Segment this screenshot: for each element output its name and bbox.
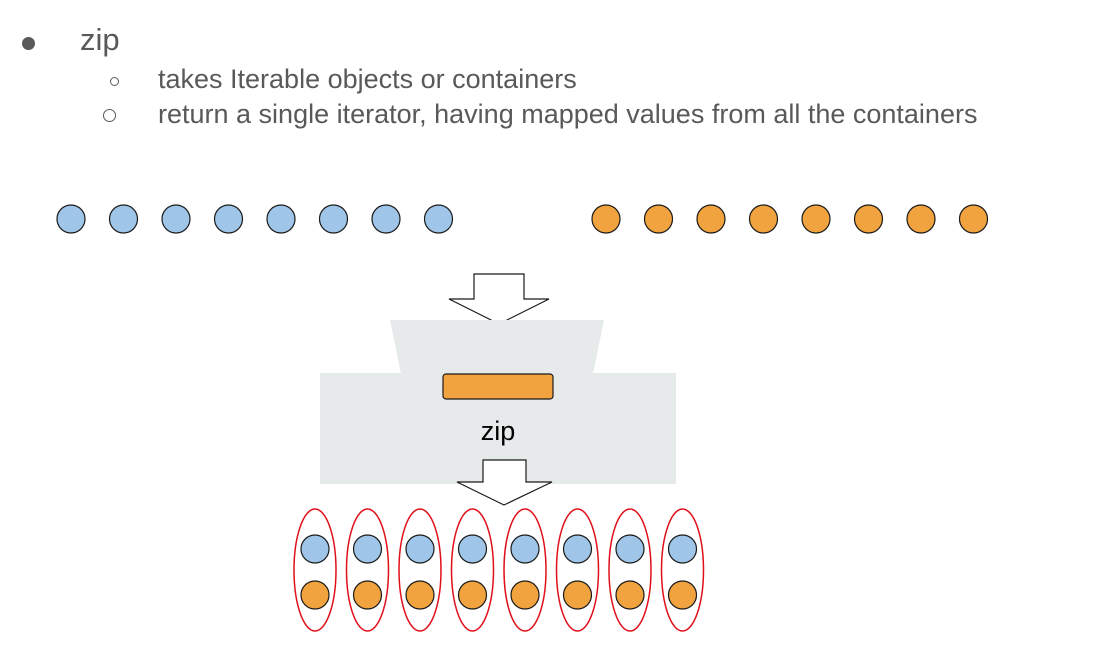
zipped-pair: [660, 508, 705, 632]
pair-blue-item: [667, 534, 698, 564]
orange-item: [643, 204, 674, 234]
pair-orange-item: [667, 580, 698, 610]
zipped-pair: [345, 508, 390, 632]
pair-orange-item: [457, 580, 488, 610]
bullet-dot-icon: [22, 37, 35, 50]
machine-slot: [442, 373, 554, 400]
zip-box-label: zip: [481, 416, 516, 446]
pair-orange-item: [405, 580, 435, 610]
orange-item: [748, 204, 779, 234]
pair-blue-item: [562, 534, 593, 564]
input-arrow-icon: [448, 273, 550, 325]
orange-item: [591, 204, 621, 234]
pair-orange-item: [300, 580, 330, 610]
zipped-pairs: [293, 508, 705, 632]
pair-outline: [450, 508, 495, 632]
zipped-pair: [293, 508, 337, 632]
pair-outline: [555, 508, 600, 632]
zipped-pair: [555, 508, 600, 632]
blue-item: [161, 204, 191, 234]
orange-item: [801, 204, 831, 234]
pair-blue-item: [405, 534, 435, 564]
pair-outline: [398, 508, 442, 632]
orange-item: [906, 204, 936, 234]
right-container-row: [591, 204, 989, 234]
pair-orange-item: [352, 580, 383, 610]
pair-outline: [503, 508, 547, 632]
pair-orange-item: [615, 580, 645, 610]
pair-outline: [345, 508, 390, 632]
sub-bullet-text: return a single iterator, having mapped …: [158, 99, 978, 129]
pair-orange-item: [562, 580, 593, 610]
orange-item: [696, 204, 726, 234]
blue-item: [318, 204, 349, 234]
pair-blue-item: [300, 534, 330, 564]
pair-blue-item: [615, 534, 645, 564]
zipped-pair: [608, 508, 652, 632]
pair-outline: [608, 508, 652, 632]
orange-item: [958, 204, 989, 234]
bullet-zip-label: zip: [80, 22, 120, 57]
pair-outline: [660, 508, 705, 632]
zipped-pair: [503, 508, 547, 632]
output-arrow-icon: [456, 459, 553, 506]
pair-blue-item: [352, 534, 383, 564]
pair-blue-item: [510, 534, 540, 564]
blue-item: [266, 204, 296, 234]
hollow-bullet-icon: [103, 109, 116, 122]
blue-item: [423, 204, 454, 234]
zipped-pair: [450, 508, 495, 632]
pair-orange-item: [510, 580, 540, 610]
machine-funnel: [390, 320, 604, 374]
zipped-pair: [398, 508, 442, 632]
blue-item: [371, 204, 401, 234]
blue-item: [213, 204, 244, 234]
pair-outline: [293, 508, 337, 632]
left-container-row: [56, 204, 454, 234]
blue-item: [108, 204, 139, 234]
pair-blue-item: [457, 534, 488, 564]
orange-item: [853, 204, 884, 234]
blue-item: [56, 204, 86, 234]
hollow-bullet-icon: [110, 77, 119, 86]
sub-bullet-text: takes Iterable objects or containers: [158, 64, 577, 94]
